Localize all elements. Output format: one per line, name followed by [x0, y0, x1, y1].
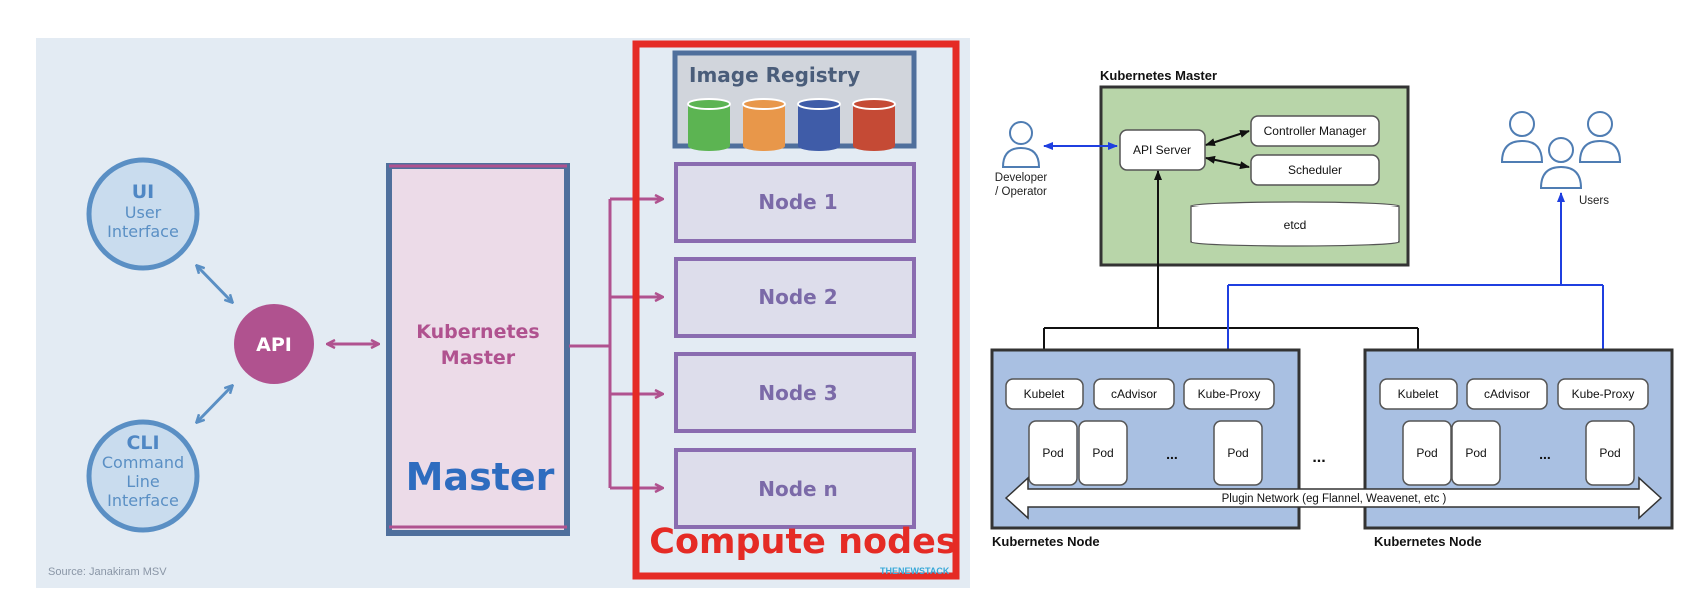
right-diagram: Kubernetes Master API Server Controller … [990, 68, 1674, 549]
ui-line2: Interface [107, 222, 179, 241]
right-kubelet-label: Kubelet [1398, 387, 1439, 401]
etcd-label: etcd [1284, 218, 1307, 232]
cli-line3: Interface [107, 491, 179, 510]
ui-title: UI [132, 181, 155, 203]
developer-label-line2: / Operator [995, 186, 1047, 198]
master-line1: Kubernetes [416, 321, 539, 343]
node-box-2: Node 2 [674, 257, 916, 338]
master-line2: Master [441, 347, 516, 369]
master-big-label: Master [406, 455, 555, 499]
node-2-label: Node 2 [758, 285, 837, 309]
right-kubeproxy-label: Kube-Proxy [1572, 387, 1635, 401]
etcd-cylinder: etcd [1190, 201, 1400, 247]
master-title: Kubernetes Master [1100, 68, 1217, 83]
cli-api-arrow [197, 386, 232, 422]
node-3-label: Node 3 [758, 381, 837, 405]
right-cadvisor-label: cAdvisor [1484, 387, 1530, 401]
registry-cylinder-2 [742, 98, 786, 151]
node-box-n: Node n [674, 448, 916, 529]
api-server-label: API Server [1133, 143, 1191, 157]
between-nodes-ellipsis: ... [1312, 449, 1325, 466]
right-pod-1-label: Pod [1416, 446, 1437, 460]
api-controller-arrow [1205, 129, 1250, 147]
cli-line1: Command [102, 453, 184, 472]
plugin-network-arrow: Plugin Network (eg Flannel, Weavenet, et… [1004, 476, 1663, 520]
developer-label-line1: Developer [995, 172, 1048, 184]
right-pod-3-label: Pod [1599, 446, 1620, 460]
left-node-title: Kubernetes Node [992, 534, 1100, 549]
right-pod-2-label: Pod [1465, 446, 1486, 460]
left-pod-ellipsis: ... [1166, 446, 1178, 462]
right-node-title: Kubernetes Node [1374, 534, 1482, 549]
left-kubeproxy-label: Kube-Proxy [1198, 387, 1261, 401]
image-registry: Image Registry [672, 50, 917, 151]
watermark: THENEWSTACK [880, 566, 950, 576]
users-label: Users [1579, 195, 1609, 207]
api-scheduler-arrow [1205, 155, 1250, 170]
ui-circle: UI User Interface [86, 157, 200, 271]
registry-cylinders [687, 98, 896, 151]
ui-api-arrow [197, 266, 232, 302]
left-kubelet-label: Kubelet [1024, 387, 1065, 401]
left-diagram: UI User Interface CLI Command Line Inter… [36, 38, 970, 588]
api-circle: API [234, 304, 314, 384]
plugin-network-label: Plugin Network (eg Flannel, Weavenet, et… [1222, 493, 1447, 505]
controller-manager-label: Controller Manager [1264, 124, 1367, 138]
node-box-1: Node 1 [674, 162, 916, 243]
developer-icon [1001, 121, 1041, 168]
node-box-3: Node 3 [674, 352, 916, 433]
compute-nodes-highlight [632, 40, 960, 580]
right-pod-ellipsis: ... [1539, 446, 1551, 462]
registry-cylinder-4 [852, 98, 896, 151]
controller-manager-box: Controller Manager [1250, 115, 1380, 147]
source-text: Source: Janakiram MSV [48, 566, 167, 578]
scheduler-label: Scheduler [1288, 163, 1342, 177]
master-box: Kubernetes Master Master [386, 163, 570, 536]
left-pod-2-label: Pod [1092, 446, 1113, 460]
node-n-label: Node n [758, 477, 838, 501]
registry-cylinder-3 [797, 98, 841, 151]
users-icon [1500, 111, 1622, 189]
left-cadvisor-label: cAdvisor [1111, 387, 1157, 401]
scheduler-box: Scheduler [1250, 154, 1380, 186]
compute-nodes-label: Compute nodes [649, 522, 956, 562]
cli-line2: Line [126, 472, 159, 491]
api-server-box: API Server [1119, 129, 1206, 171]
left-pod-3-label: Pod [1227, 446, 1248, 460]
image-registry-label: Image Registry [689, 63, 860, 87]
registry-cylinder-1 [687, 98, 731, 151]
ui-line1: User [125, 203, 162, 222]
cli-circle: CLI Command Line Interface [86, 419, 200, 533]
node-1-label: Node 1 [758, 190, 837, 214]
api-label: API [256, 334, 292, 356]
left-pod-1-label: Pod [1042, 446, 1063, 460]
cli-title: CLI [126, 432, 159, 454]
